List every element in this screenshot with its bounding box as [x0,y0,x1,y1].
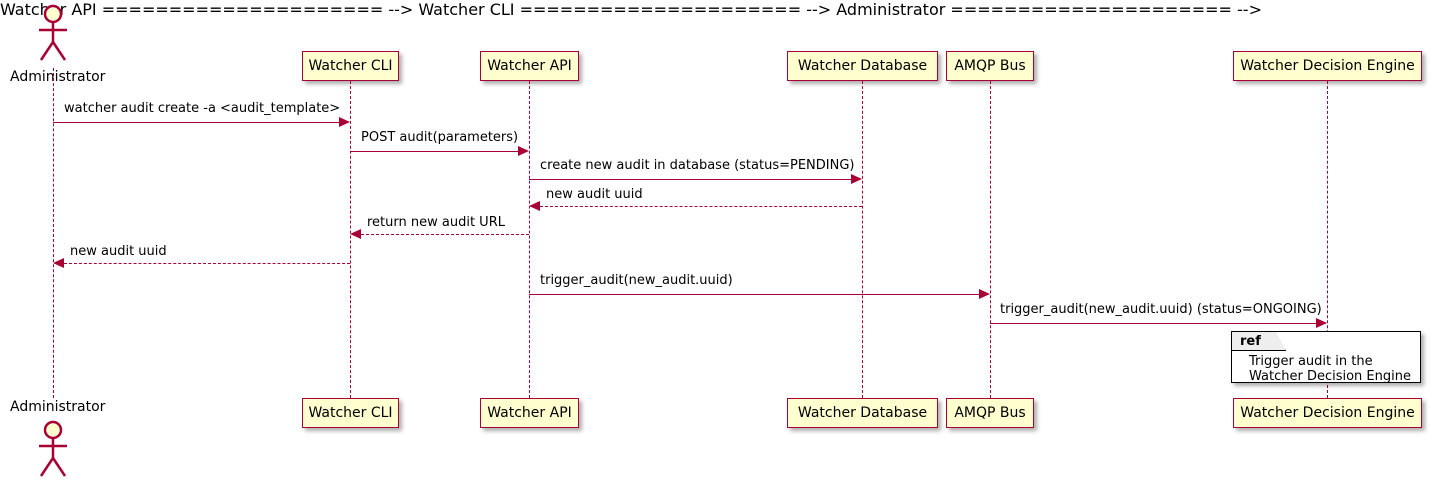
participant-box-watcher-cli-top[interactable]: Watcher CLI [302,51,399,81]
message-line-new-audit-uuid-cli [64,263,350,264]
lifeline-amqp-bus [990,81,991,398]
message-line-return-new-audit-url [361,234,529,235]
participant-box-watcher-database-bottom[interactable]: Watcher Database [787,398,938,428]
message-label-create-new-audit: create new audit in database (status=PEN… [540,158,855,173]
actor-figure-administrator-bottom [39,420,67,477]
arrowhead-right-icon-msg8 [1316,318,1327,328]
message-label-post-audit: POST audit(parameters) [361,130,519,145]
message-line-watcher-audit-create [53,122,339,123]
participant-box-watcher-api-bottom[interactable]: Watcher API [480,398,579,428]
lifeline-watcher-decision-engine [1327,81,1328,398]
ref-fragment-line-2: Watcher Decision Engine [1249,369,1411,384]
message-label-return-new-audit-url: return new audit URL [367,215,505,230]
lifeline-watcher-api [529,81,530,398]
ref-fragment-line-1: Trigger audit in the [1249,354,1373,369]
arrowhead-left-icon-msg6 [53,258,64,268]
arrowhead-right-icon-msg3 [851,174,862,184]
lifeline-watcher-cli [350,81,351,398]
arrowhead-right-icon-msg2 [518,146,529,156]
message-label-new-audit-uuid-db: new audit uuid [546,187,643,202]
arrowhead-left-icon-msg4 [529,201,540,211]
participant-box-watcher-api-top[interactable]: Watcher API [480,51,579,81]
arrowhead-right-icon-msg7 [979,289,990,299]
message-label-watcher-audit-create: watcher audit create -a <audit_template> [64,101,341,116]
participant-box-watcher-decision-engine-top[interactable]: Watcher Decision Engine [1233,51,1422,81]
ref-fragment-tab-label: ref [1232,332,1286,351]
arrowhead-right-icon-msg1 [339,117,350,127]
lifeline-watcher-database [862,81,863,398]
participant-box-amqp-bus-bottom[interactable]: AMQP Bus [946,398,1034,428]
participant-box-watcher-decision-engine-bottom[interactable]: Watcher Decision Engine [1233,398,1422,428]
message-label-trigger-audit: trigger_audit(new_audit.uuid) [540,273,733,288]
message-line-trigger-audit-ongoing [990,323,1316,324]
message-line-create-new-audit [529,179,851,180]
message-line-post-audit [350,151,518,152]
ref-fragment-box: ref Trigger audit in the Watcher Decisio… [1231,331,1421,384]
actor-label-administrator-bottom: Administrator [10,399,106,415]
arrowhead-left-icon-msg5 [350,229,361,239]
participant-box-amqp-bus-top[interactable]: AMQP Bus [946,51,1034,81]
message-label-new-audit-uuid-cli: new audit uuid [70,244,167,259]
actor-label-administrator-top: Administrator [10,69,106,85]
message-label-trigger-audit-ongoing: trigger_audit(new_audit.uuid) (status=ON… [1000,302,1322,317]
actor-figure-administrator-top [39,4,67,61]
lifeline-administrator [53,68,54,398]
message-line-new-audit-uuid-db [540,206,862,207]
participant-box-watcher-cli-bottom[interactable]: Watcher CLI [302,398,399,428]
message-line-trigger-audit [529,294,979,295]
participant-box-watcher-database-top[interactable]: Watcher Database [787,51,938,81]
